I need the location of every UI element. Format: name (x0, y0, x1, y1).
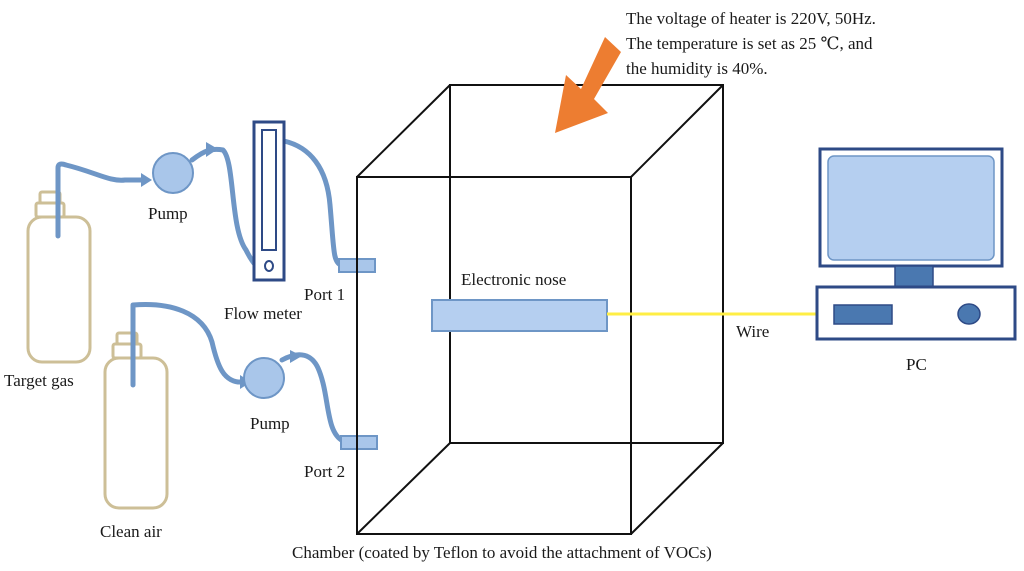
pump-bottom-label: Pump (250, 414, 290, 433)
heater-note-line-1: The voltage of heater is 220V, 50Hz. (626, 9, 876, 28)
pc-screen (827, 155, 995, 261)
flow-meter-tube (261, 129, 277, 251)
chamber-front-face (356, 176, 632, 535)
tube-flowmeter-to-port1 (281, 138, 344, 268)
chamber-label: Chamber (coated by Teflon to avoid the a… (292, 543, 712, 562)
pump-bottom-body (243, 357, 285, 399)
arrowhead-out-pump-bottom (290, 350, 302, 363)
pump-top-label: Pump (148, 204, 188, 223)
clean-air-label: Clean air (100, 522, 162, 541)
chamber-edge-bottom-left (356, 442, 451, 535)
tube-cylinder-to-pump-bottom (130, 302, 249, 388)
clean-air-neck (111, 342, 143, 360)
electronic-nose-device (431, 299, 608, 332)
clean-air-body (103, 356, 169, 510)
tube-cylinder-to-pump-top (55, 161, 149, 239)
pump-icon (152, 152, 285, 399)
flow-meter-label: Flow meter (224, 304, 302, 323)
tube-pump-bottom-to-port2 (279, 352, 346, 444)
chamber-back-face (449, 84, 724, 444)
chamber-edge-bottom-right (630, 442, 724, 535)
pump-top-body (152, 152, 194, 194)
heater-note-line-2: The temperature is set as 25 ℃, and (626, 34, 873, 53)
arrow-down-left-icon (555, 37, 621, 133)
wire-label: Wire (736, 322, 770, 341)
heater-arrow (555, 37, 621, 133)
electronic-nose-label: Electronic nose (461, 270, 567, 289)
port2-connector (340, 435, 378, 450)
heater-note: The voltage of heater is 220V, 50Hz. The… (626, 6, 876, 81)
arrowhead-into-pump-top (141, 173, 152, 187)
tube-pump-top-to-flowmeter (189, 146, 265, 274)
pc-drive-slot (833, 304, 893, 325)
target-gas-body (26, 215, 92, 364)
clean-air-cylinder (103, 331, 169, 510)
pc-power-button (957, 303, 981, 325)
target-gas-label: Target gas (4, 371, 74, 390)
arrowhead-out-pump-top (206, 142, 218, 157)
desktop-computer-icon (815, 147, 1017, 341)
chamber-edge-top-left (356, 84, 451, 178)
port2-label: Port 2 (304, 462, 346, 481)
flow-meter-float (264, 260, 274, 272)
flow-meter-device (252, 120, 286, 282)
pc-label: PC (906, 355, 927, 374)
chamber-edge-top-right (630, 84, 724, 178)
pc-stand (894, 265, 934, 288)
heater-note-line-3: the humidity is 40%. (626, 59, 768, 78)
gas-tubing (55, 138, 346, 444)
port1-label: Port 1 (304, 285, 346, 304)
